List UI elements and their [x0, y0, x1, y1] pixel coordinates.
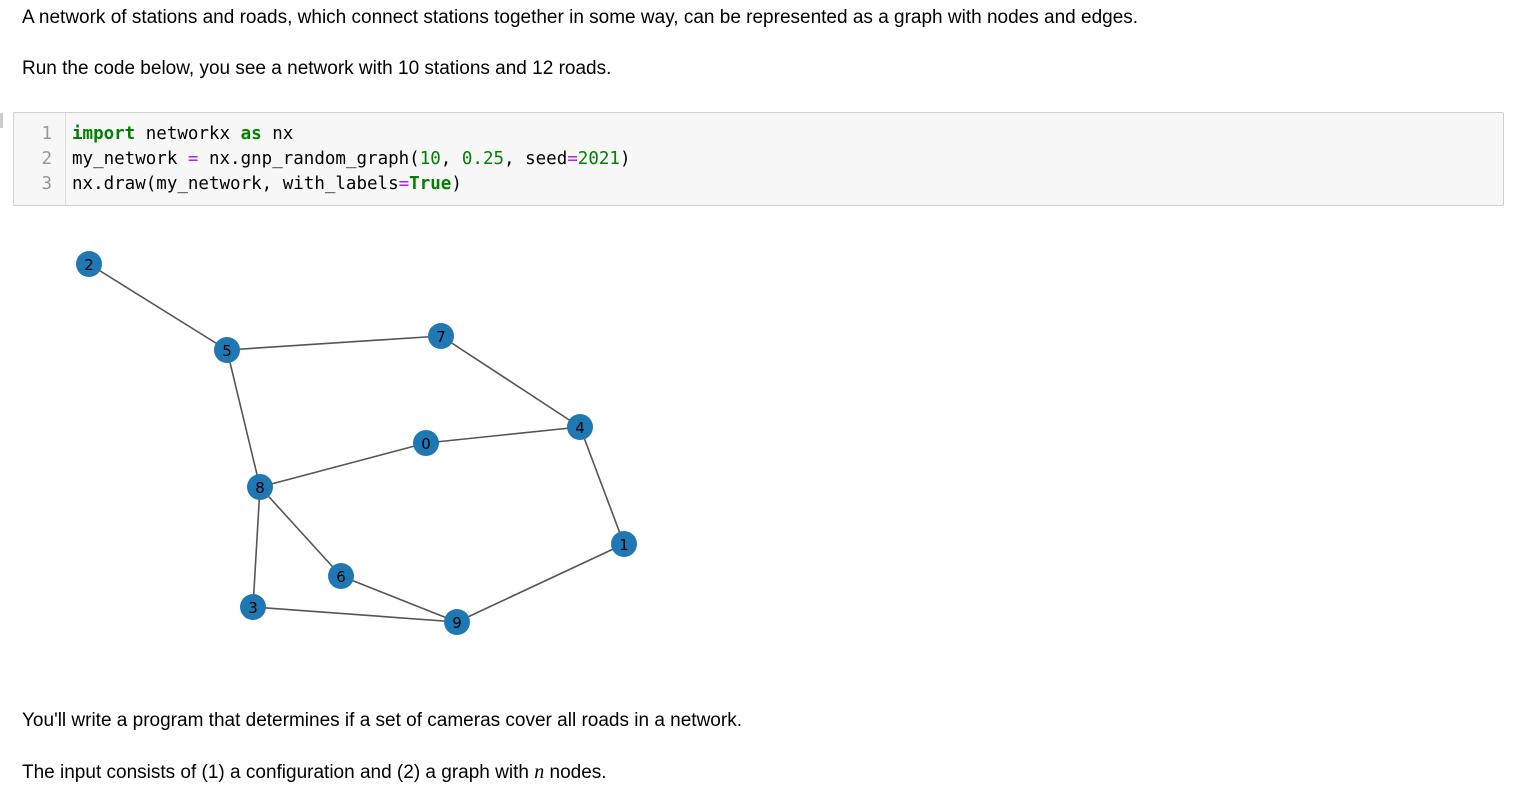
edge-5-7 — [226, 335, 442, 351]
code-token: 2021 — [577, 149, 620, 169]
node-7: 7 — [428, 323, 454, 349]
edge-8-3 — [252, 486, 261, 608]
line-code: nx.draw(my_network, with_labels=True) — [72, 172, 462, 197]
node-6: 6 — [328, 563, 354, 589]
line-number-gutter — [14, 113, 66, 205]
code-token: 10 — [419, 149, 441, 169]
code-token: , seed — [504, 149, 568, 169]
node-label: 5 — [222, 342, 232, 360]
node-label: 0 — [421, 435, 431, 453]
code-token: networkx — [135, 124, 241, 144]
node-circle — [247, 474, 273, 500]
node-circle — [444, 609, 470, 635]
node-3: 3 — [240, 594, 266, 620]
node-label: 7 — [436, 328, 446, 346]
edge-0-8 — [259, 442, 427, 488]
node-1: 1 — [611, 531, 637, 557]
edge-3-9 — [252, 606, 458, 623]
outro-paragraph-2: The input consists of (1) a configuratio… — [22, 760, 607, 785]
node-label: 1 — [619, 536, 629, 554]
node-5: 5 — [214, 337, 240, 363]
code-token: , — [440, 149, 462, 169]
line-number: 3 — [41, 174, 52, 194]
edges-layer — [88, 263, 625, 623]
line-code: my_network = nx.gnp_random_graph(10, 0.2… — [72, 147, 631, 172]
code-token: = — [398, 174, 410, 194]
math-variable-n: n — [534, 761, 545, 783]
edge-7-4 — [440, 335, 581, 428]
graph-output: 0 1 2 3 4 5 6 7 8 9 — [60, 240, 680, 665]
edge-4-1 — [579, 426, 625, 545]
edge-8-6 — [259, 486, 342, 577]
code-token: ) — [619, 149, 631, 169]
code-line[interactable]: 3 nx.draw(my_network, with_labels=True) — [14, 172, 1503, 197]
node-label: 9 — [452, 614, 462, 632]
code-token: nx.draw(my_network, with_labels — [72, 174, 399, 194]
line-code: import networkx as nx — [72, 122, 293, 147]
node-9: 9 — [444, 609, 470, 635]
node-circle — [214, 337, 240, 363]
node-label: 3 — [248, 599, 258, 617]
node-label: 2 — [84, 256, 94, 274]
network-graph: 0 1 2 3 4 5 6 7 8 9 — [76, 251, 637, 635]
outro-paragraph-1: You'll write a program that determines i… — [22, 710, 742, 731]
node-4: 4 — [567, 414, 593, 440]
intro-paragraph-2: Run the code below, you see a network wi… — [22, 58, 612, 79]
code-token: nx — [261, 124, 294, 144]
code-token: = — [187, 149, 199, 169]
outro-text-after: nodes. — [544, 762, 607, 783]
node-circle — [567, 414, 593, 440]
node-circle — [611, 531, 637, 557]
node-2: 2 — [76, 251, 102, 277]
node-0: 0 — [413, 430, 439, 456]
edge-6-9 — [340, 575, 458, 623]
code-token: 0.25 — [461, 149, 505, 169]
node-circle — [428, 323, 454, 349]
outro-text-before: The input consists of (1) a configuratio… — [22, 762, 535, 783]
code-line[interactable]: 2 my_network = nx.gnp_random_graph(10, 0.… — [14, 147, 1503, 172]
code-cell[interactable]: 1 import networkx as nx 2 my_network = nx.g… — [13, 112, 1504, 206]
edge-4-0 — [425, 426, 581, 444]
code-token: as — [240, 124, 262, 144]
node-label: 8 — [255, 479, 265, 497]
edge-5-8 — [226, 349, 261, 488]
edge-2-5 — [88, 263, 228, 351]
code-token: my_network — [72, 149, 188, 169]
node-circle — [413, 430, 439, 456]
line-number: 2 — [41, 149, 52, 169]
intro-paragraph-1: A network of stations and roads, which c… — [22, 7, 1139, 28]
nodes-layer: 0 1 2 3 4 5 6 7 8 9 — [76, 251, 637, 635]
code-token: ) — [451, 174, 462, 194]
line-number: 1 — [41, 124, 52, 144]
edge-1-9 — [456, 543, 625, 623]
node-circle — [76, 251, 102, 277]
code-token: True — [409, 174, 452, 194]
cell-collapse-marker[interactable] — [0, 113, 3, 128]
code-line[interactable]: 1 import networkx as nx — [14, 122, 1503, 147]
code-token: import — [72, 124, 136, 144]
node-label: 4 — [575, 419, 585, 437]
code-token: = — [567, 149, 578, 169]
node-circle — [240, 594, 266, 620]
node-circle — [328, 563, 354, 589]
node-label: 6 — [336, 568, 346, 586]
node-8: 8 — [247, 474, 273, 500]
code-token: nx.gnp_random_graph( — [198, 149, 420, 169]
